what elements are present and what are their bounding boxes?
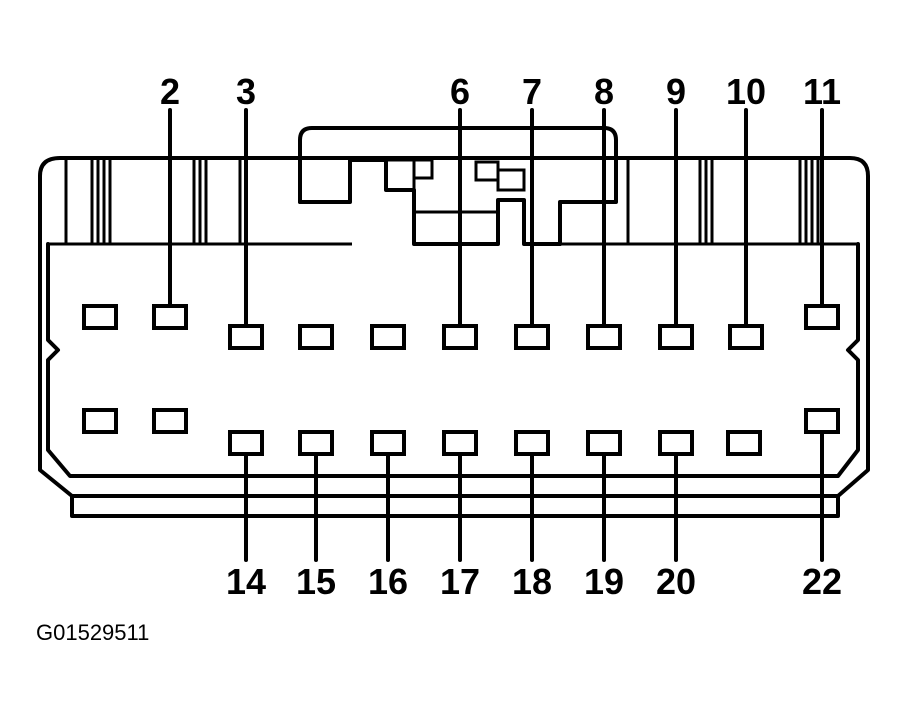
bottom-pin-row: 14 15 16 17 18 19 20 bbox=[226, 408, 842, 602]
pin-label: 10 bbox=[726, 71, 766, 112]
pin-label: 7 bbox=[522, 71, 542, 112]
pin-label: 16 bbox=[368, 561, 408, 602]
pin-9: 9 bbox=[658, 71, 694, 350]
pin-3: 3 bbox=[228, 71, 264, 350]
housing-ribs-right bbox=[626, 158, 820, 244]
figure-code: G01529511 bbox=[36, 620, 149, 645]
pin-label: 8 bbox=[594, 71, 614, 112]
pin-label: 6 bbox=[450, 71, 470, 112]
pin-11: 11 bbox=[803, 71, 841, 330]
pin-17: 17 bbox=[440, 430, 480, 602]
pin-10: 10 bbox=[726, 71, 766, 350]
pin-label: 9 bbox=[666, 71, 686, 112]
housing-ribs-left bbox=[64, 158, 242, 244]
pin-label: 15 bbox=[296, 561, 336, 602]
pin-20: 20 bbox=[656, 430, 696, 602]
pin-label: 11 bbox=[803, 71, 841, 112]
unlabeled-cavities bbox=[82, 304, 762, 456]
pin-16: 16 bbox=[368, 430, 408, 602]
pin-label: 19 bbox=[584, 561, 624, 602]
pin-2: 2 bbox=[152, 71, 188, 330]
pin-label: 17 bbox=[440, 561, 480, 602]
pin-19: 19 bbox=[584, 430, 624, 602]
pin-6: 6 bbox=[442, 71, 478, 350]
pin-8: 8 bbox=[586, 71, 622, 350]
pin-18: 18 bbox=[512, 430, 552, 602]
top-pin-row: 2 3 6 7 8 9 10 bbox=[152, 71, 841, 350]
pin-22: 22 bbox=[802, 408, 842, 602]
pin-label: 20 bbox=[656, 561, 696, 602]
pin-label: 14 bbox=[226, 561, 266, 602]
pin-7: 7 bbox=[514, 71, 550, 350]
pin-label: 18 bbox=[512, 561, 552, 602]
pin-label: 22 bbox=[802, 561, 842, 602]
pin-label: 3 bbox=[236, 71, 256, 112]
pin-14: 14 bbox=[226, 430, 266, 602]
pin-15: 15 bbox=[296, 430, 336, 602]
pin-label: 2 bbox=[160, 71, 180, 112]
